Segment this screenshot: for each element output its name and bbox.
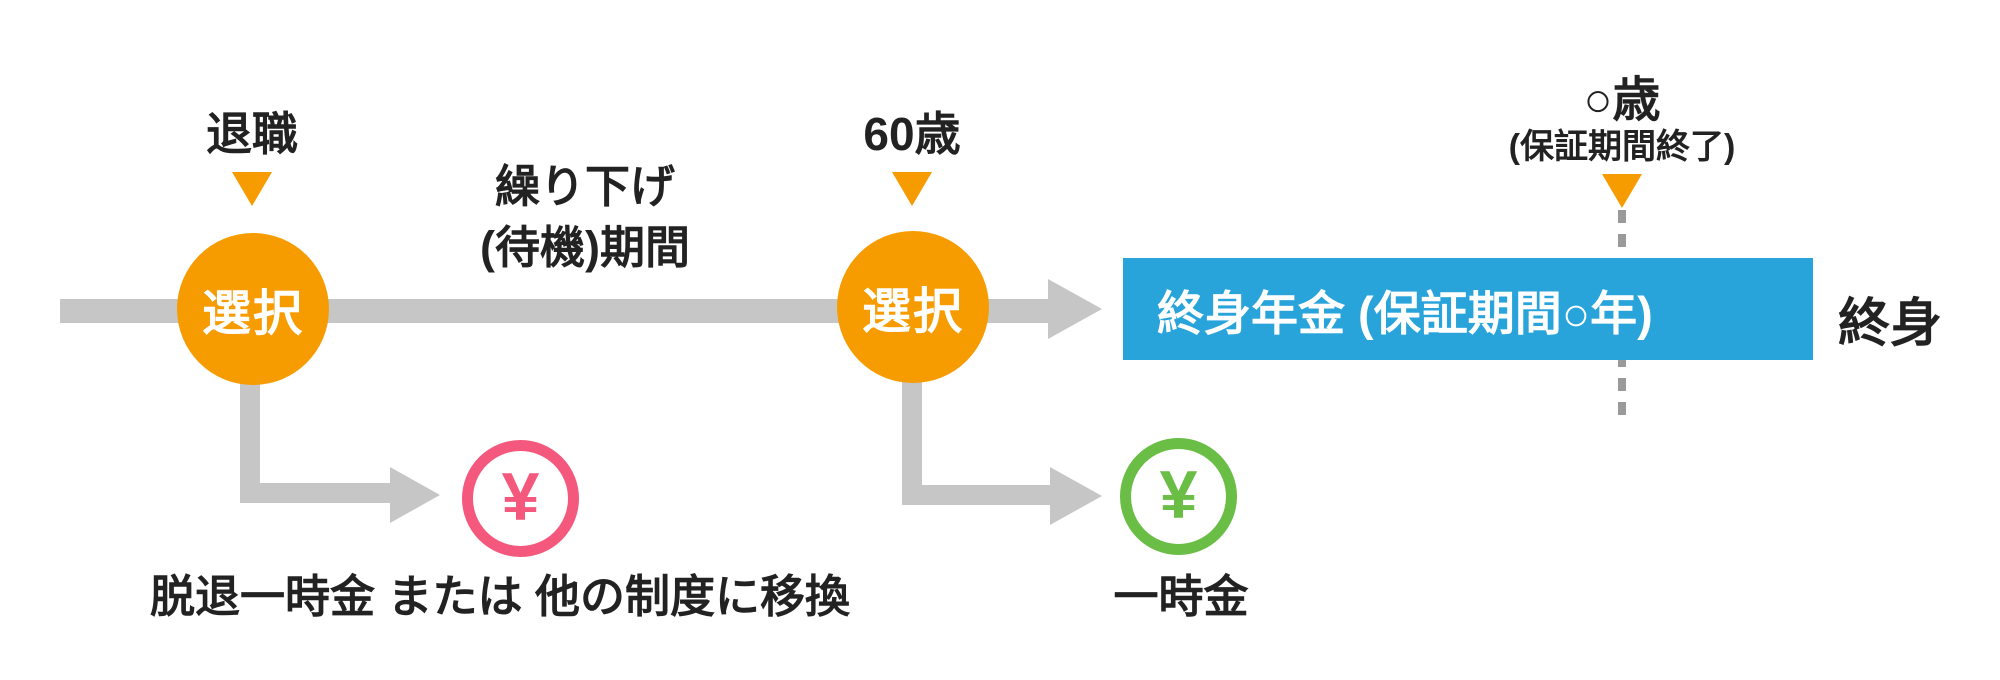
lifetime-label: 終身 [1838,295,1943,353]
guarantee-age-label: ○歳 [1583,74,1661,127]
branch1-arrowhead-icon [390,467,440,523]
choice-node-age60: 選択 [837,231,989,383]
branch1-connector-vertical [240,370,260,503]
guarantee-end-marker-triangle-icon [1602,174,1642,208]
deferral-period-line1: 繰り下げ [494,161,675,212]
branch1-connector-horizontal [240,483,390,503]
choice-node-label: 選択 [861,284,964,339]
lifetime-pension-box: 終身年金 (保証期間○年) [1123,258,1813,360]
deferral-period-line2: (待機)期間 [480,222,690,273]
age60-label: 60歳 [863,108,961,160]
branch2-connector-vertical [902,375,922,505]
withdrawal-lumpsum-label: 脱退一時金 または 他の制度に移換 [150,571,851,622]
retirement-marker-triangle-icon [232,172,272,206]
deferral-period-label: 繰り下げ (待機)期間 [435,156,735,278]
guarantee-end-label: (保証期間終了) [1508,128,1736,166]
age60-marker-triangle-icon [892,172,932,206]
lumpsum-label: 一時金 [1113,571,1249,622]
choice-node-label: 選択 [201,286,304,341]
yen-coin-pink-icon: ¥ [462,440,579,557]
yen-symbol: ¥ [1159,456,1198,533]
choice-node-retirement: 選択 [177,233,329,385]
yen-symbol: ¥ [501,458,540,535]
branch2-arrowhead-icon [1050,467,1102,525]
yen-coin-green-icon: ¥ [1120,438,1237,555]
retirement-label: 退職 [206,108,298,160]
timeline-arrowhead-icon [1048,279,1102,339]
branch2-connector-horizontal [902,485,1050,505]
